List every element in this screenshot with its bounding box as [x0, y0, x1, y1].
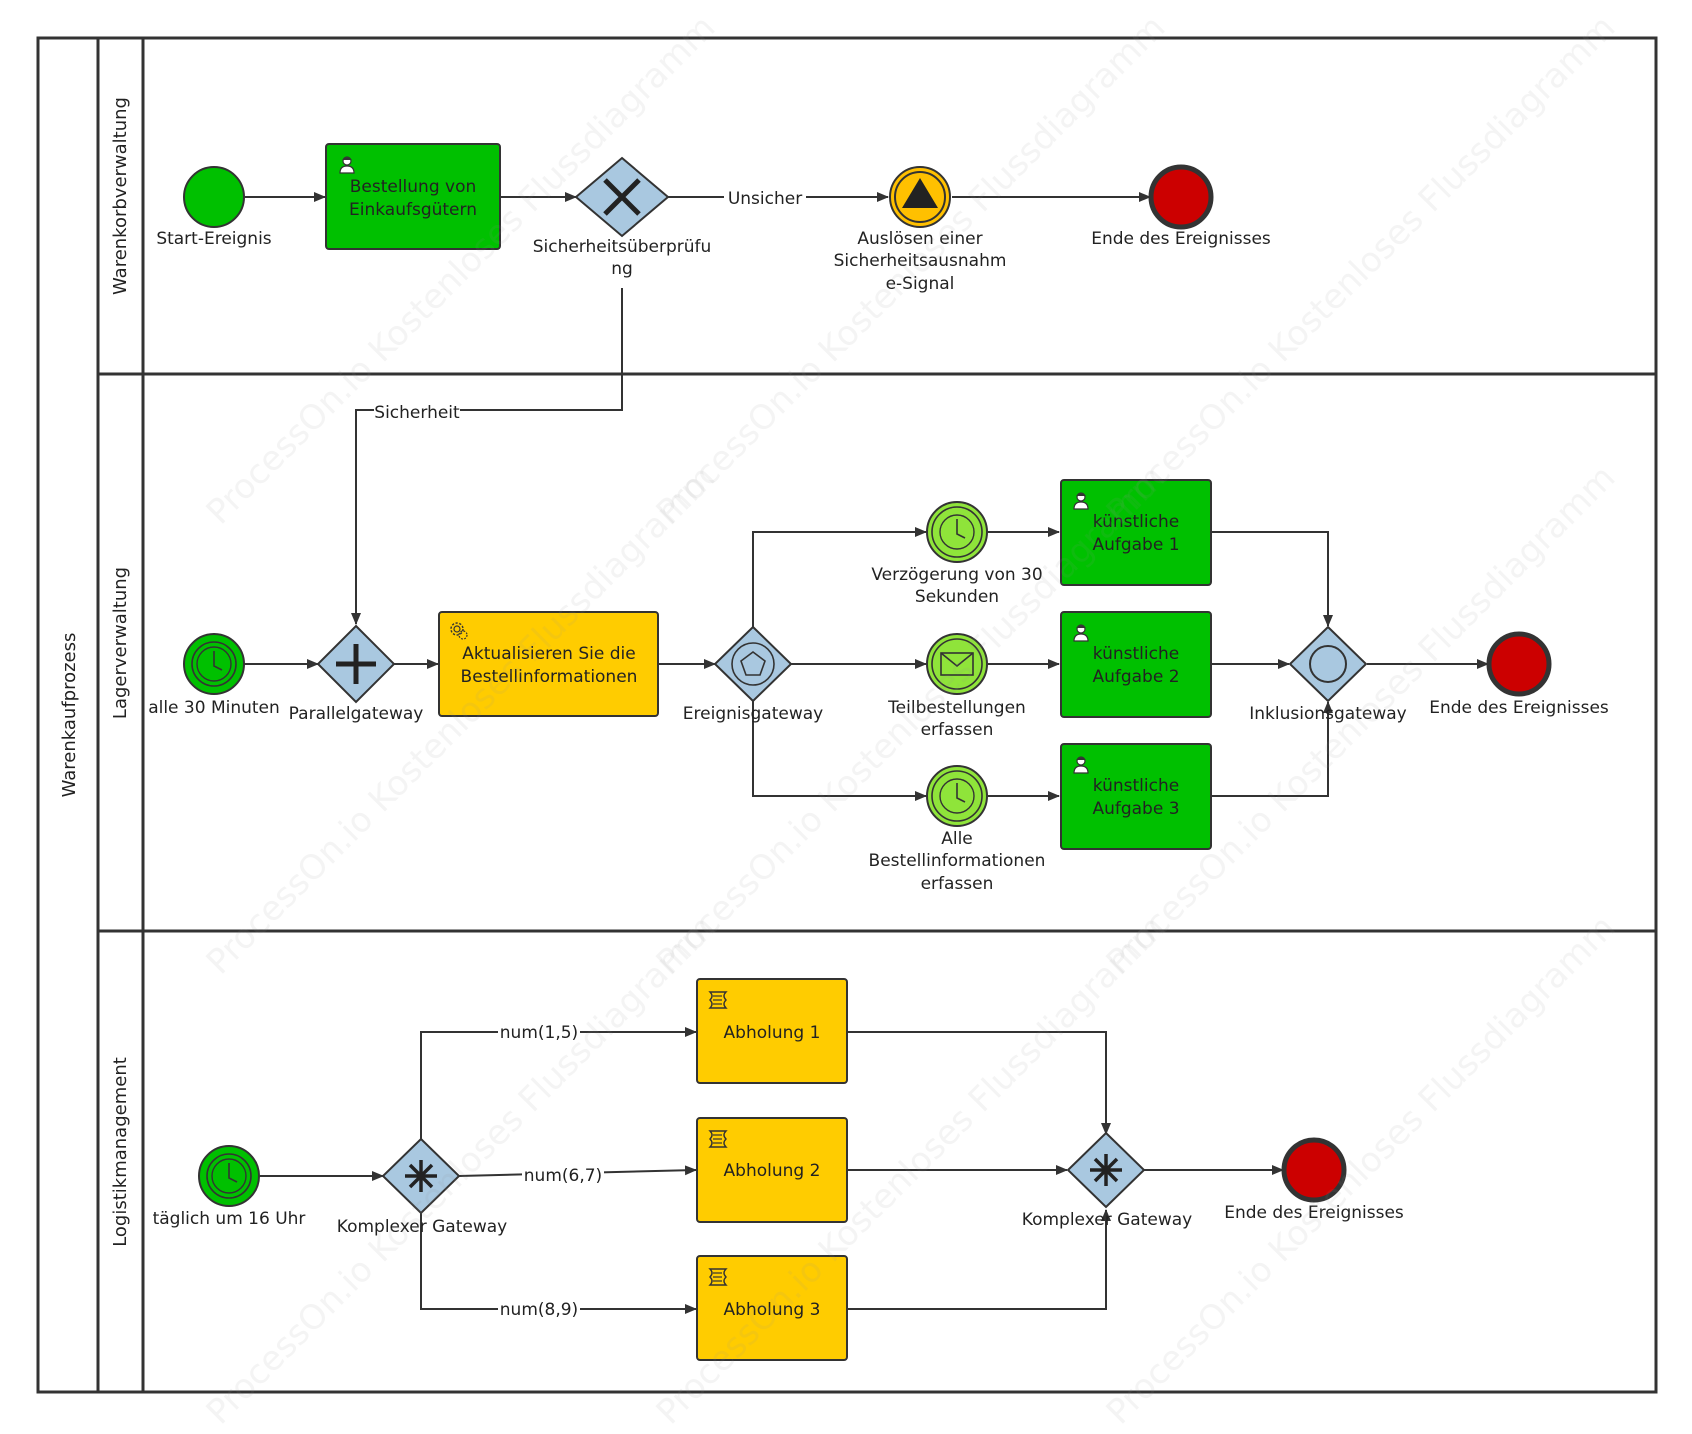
start-event-label: Start-Ereignis: [156, 229, 271, 249]
event-gateway-label: Ereignisgateway: [683, 704, 823, 724]
end-event-2[interactable]: [1486, 631, 1552, 697]
edge-label-bg-unsicher: [724, 186, 806, 208]
complex-asterisk-icon: [405, 1160, 437, 1192]
task-abholung-1-label: Abholung 1: [724, 1023, 821, 1043]
timer-start-3-label: täglich um 16 Uhr: [153, 1209, 306, 1229]
signal-event-label-2: Sicherheitsausnahm: [834, 251, 1007, 271]
timer-event-2-label-2: Bestellinformationen: [869, 851, 1046, 871]
complex-gateway-1-label: Komplexer Gateway: [337, 1217, 507, 1237]
timer-event-1-label-2: Sekunden: [915, 587, 999, 607]
task-kuenstlich-2-line2: Aufgabe 2: [1092, 667, 1179, 687]
task-kuenstlich-2[interactable]: [1060, 611, 1212, 718]
parallel-plus-icon: [336, 644, 376, 684]
task-abholung-1[interactable]: [696, 978, 848, 1084]
edge-eventgw-to-timer2: [752, 698, 927, 801]
inclusive-gateway[interactable]: [1288, 625, 1368, 703]
message-event-label-2: erfassen: [921, 720, 994, 740]
end-event-3[interactable]: [1281, 1137, 1347, 1203]
edge-label-num67: num(6,7): [524, 1166, 602, 1186]
clock-icon: [939, 778, 975, 814]
task-abholung-2-label: Abholung 2: [724, 1161, 821, 1181]
task-kuenstlich-3-line2: Aufgabe 3: [1092, 799, 1179, 819]
timer-start-inner: [191, 641, 237, 687]
lane-label-warenkorb: Warenkorbverwaltung: [110, 97, 131, 295]
edge-complex-to-abholung3: [420, 1213, 697, 1314]
message-event-inner: [931, 638, 983, 690]
edge-label-bg-num67: [522, 1164, 604, 1186]
edge-complex-to-abholung1: [420, 1027, 697, 1139]
edge-gateway-to-parallel: [351, 288, 623, 625]
lane-label-logistik: Logistikmanagement: [110, 1057, 131, 1247]
task-kuenstlich-1-line1: künstliche: [1093, 512, 1179, 532]
parallel-gateway-label: Parallelgateway: [289, 704, 424, 724]
service-task-line2: Bestellinformationen: [461, 667, 638, 687]
complex-asterisk-icon: [1090, 1154, 1122, 1186]
task-abholung-3[interactable]: [696, 1255, 848, 1361]
task-kuenstlich-2-line1: künstliche: [1093, 644, 1179, 664]
inclusive-circle-icon: [1309, 645, 1347, 683]
timer-event-2-label-3: erfassen: [921, 874, 994, 894]
timer-start-3-inner: [206, 1153, 252, 1199]
edge-abholung3-to-complex2: [848, 1209, 1111, 1310]
clock-icon: [196, 646, 232, 682]
task-bestellung[interactable]: [325, 143, 501, 250]
clock-icon: [211, 1158, 247, 1194]
clock-icon: [939, 514, 975, 550]
end-event-3-label: Ende des Ereignisses: [1224, 1203, 1404, 1223]
edge-label-bg-num89: [498, 1298, 580, 1320]
edge-label-num15: num(1,5): [500, 1023, 578, 1043]
end-event-2-label: Ende des Ereignisses: [1429, 698, 1609, 718]
timer-event-2-inner: [931, 770, 983, 822]
message-event[interactable]: [926, 633, 988, 695]
task-kuenstlich-3-line1: künstliche: [1093, 776, 1179, 796]
signal-event-label-3: e-Signal: [886, 274, 955, 294]
timer-start-label: alle 30 Minuten: [148, 698, 280, 718]
pentagon-icon: [740, 651, 766, 676]
message-event-label-1: Teilbestellungen: [887, 698, 1026, 718]
timer-event-2-label-1: Alle: [941, 829, 973, 849]
event-gateway-ring: [731, 642, 775, 686]
edge-task3-to-inclusive: [1211, 701, 1333, 797]
exclusive-gateway-label-2: ng: [611, 259, 633, 279]
complex-gateway-2-label: Komplexer Gateway: [1022, 1210, 1192, 1230]
signal-triangle-icon: [902, 178, 938, 208]
edge-label-num89: num(8,9): [500, 1300, 578, 1320]
task-kuenstlich-1[interactable]: [1060, 479, 1212, 586]
edge-label-bg-sicherheit: [374, 400, 460, 422]
task-abholung-2[interactable]: [696, 1117, 848, 1223]
end-event-1-label: Ende des Ereignisses: [1091, 229, 1271, 249]
task-bestellung-line1: Bestellung von: [350, 177, 477, 197]
lane-label-lager: Lagerverwaltung: [110, 567, 131, 719]
edge-eventgw-to-timer1: [752, 527, 927, 630]
exclusive-gateway-label-1: Sicherheitsüberprüfu: [533, 237, 712, 257]
task-kuenstlich-3[interactable]: [1060, 743, 1212, 850]
edge-label-sicherheit: Sicherheit: [374, 403, 460, 423]
edge-task1-to-inclusive: [1211, 531, 1333, 627]
service-task[interactable]: [438, 611, 659, 717]
edge-abholung1-to-complex2: [848, 1031, 1111, 1135]
start-event[interactable]: [183, 166, 245, 228]
end-event-1[interactable]: [1148, 164, 1214, 230]
task-kuenstlich-1-line2: Aufgabe 1: [1092, 535, 1179, 555]
envelope-icon: [940, 652, 974, 676]
edge-label-bg-num15: [498, 1021, 580, 1043]
pool-label: Warenkaufprozess: [59, 633, 80, 798]
service-task-line1: Aktualisieren Sie die: [462, 644, 635, 664]
task-bestellung-line2: Einkaufsgütern: [349, 200, 477, 220]
edge-label-unsicher: Unsicher: [728, 189, 802, 209]
pool-border: [36, 36, 1658, 1394]
event-gateway[interactable]: [713, 625, 793, 703]
timer-event-1-label-1: Verzögerung von 30: [871, 565, 1042, 585]
signal-event-label-1: Auslösen einer: [857, 229, 982, 249]
timer-event-1-inner: [931, 506, 983, 558]
signal-event-inner: [894, 171, 946, 223]
exclusive-gateway-x-icon: [603, 178, 641, 216]
inclusive-gateway-label: Inklusionsgateway: [1249, 704, 1406, 724]
task-abholung-3-label: Abholung 3: [724, 1300, 821, 1320]
